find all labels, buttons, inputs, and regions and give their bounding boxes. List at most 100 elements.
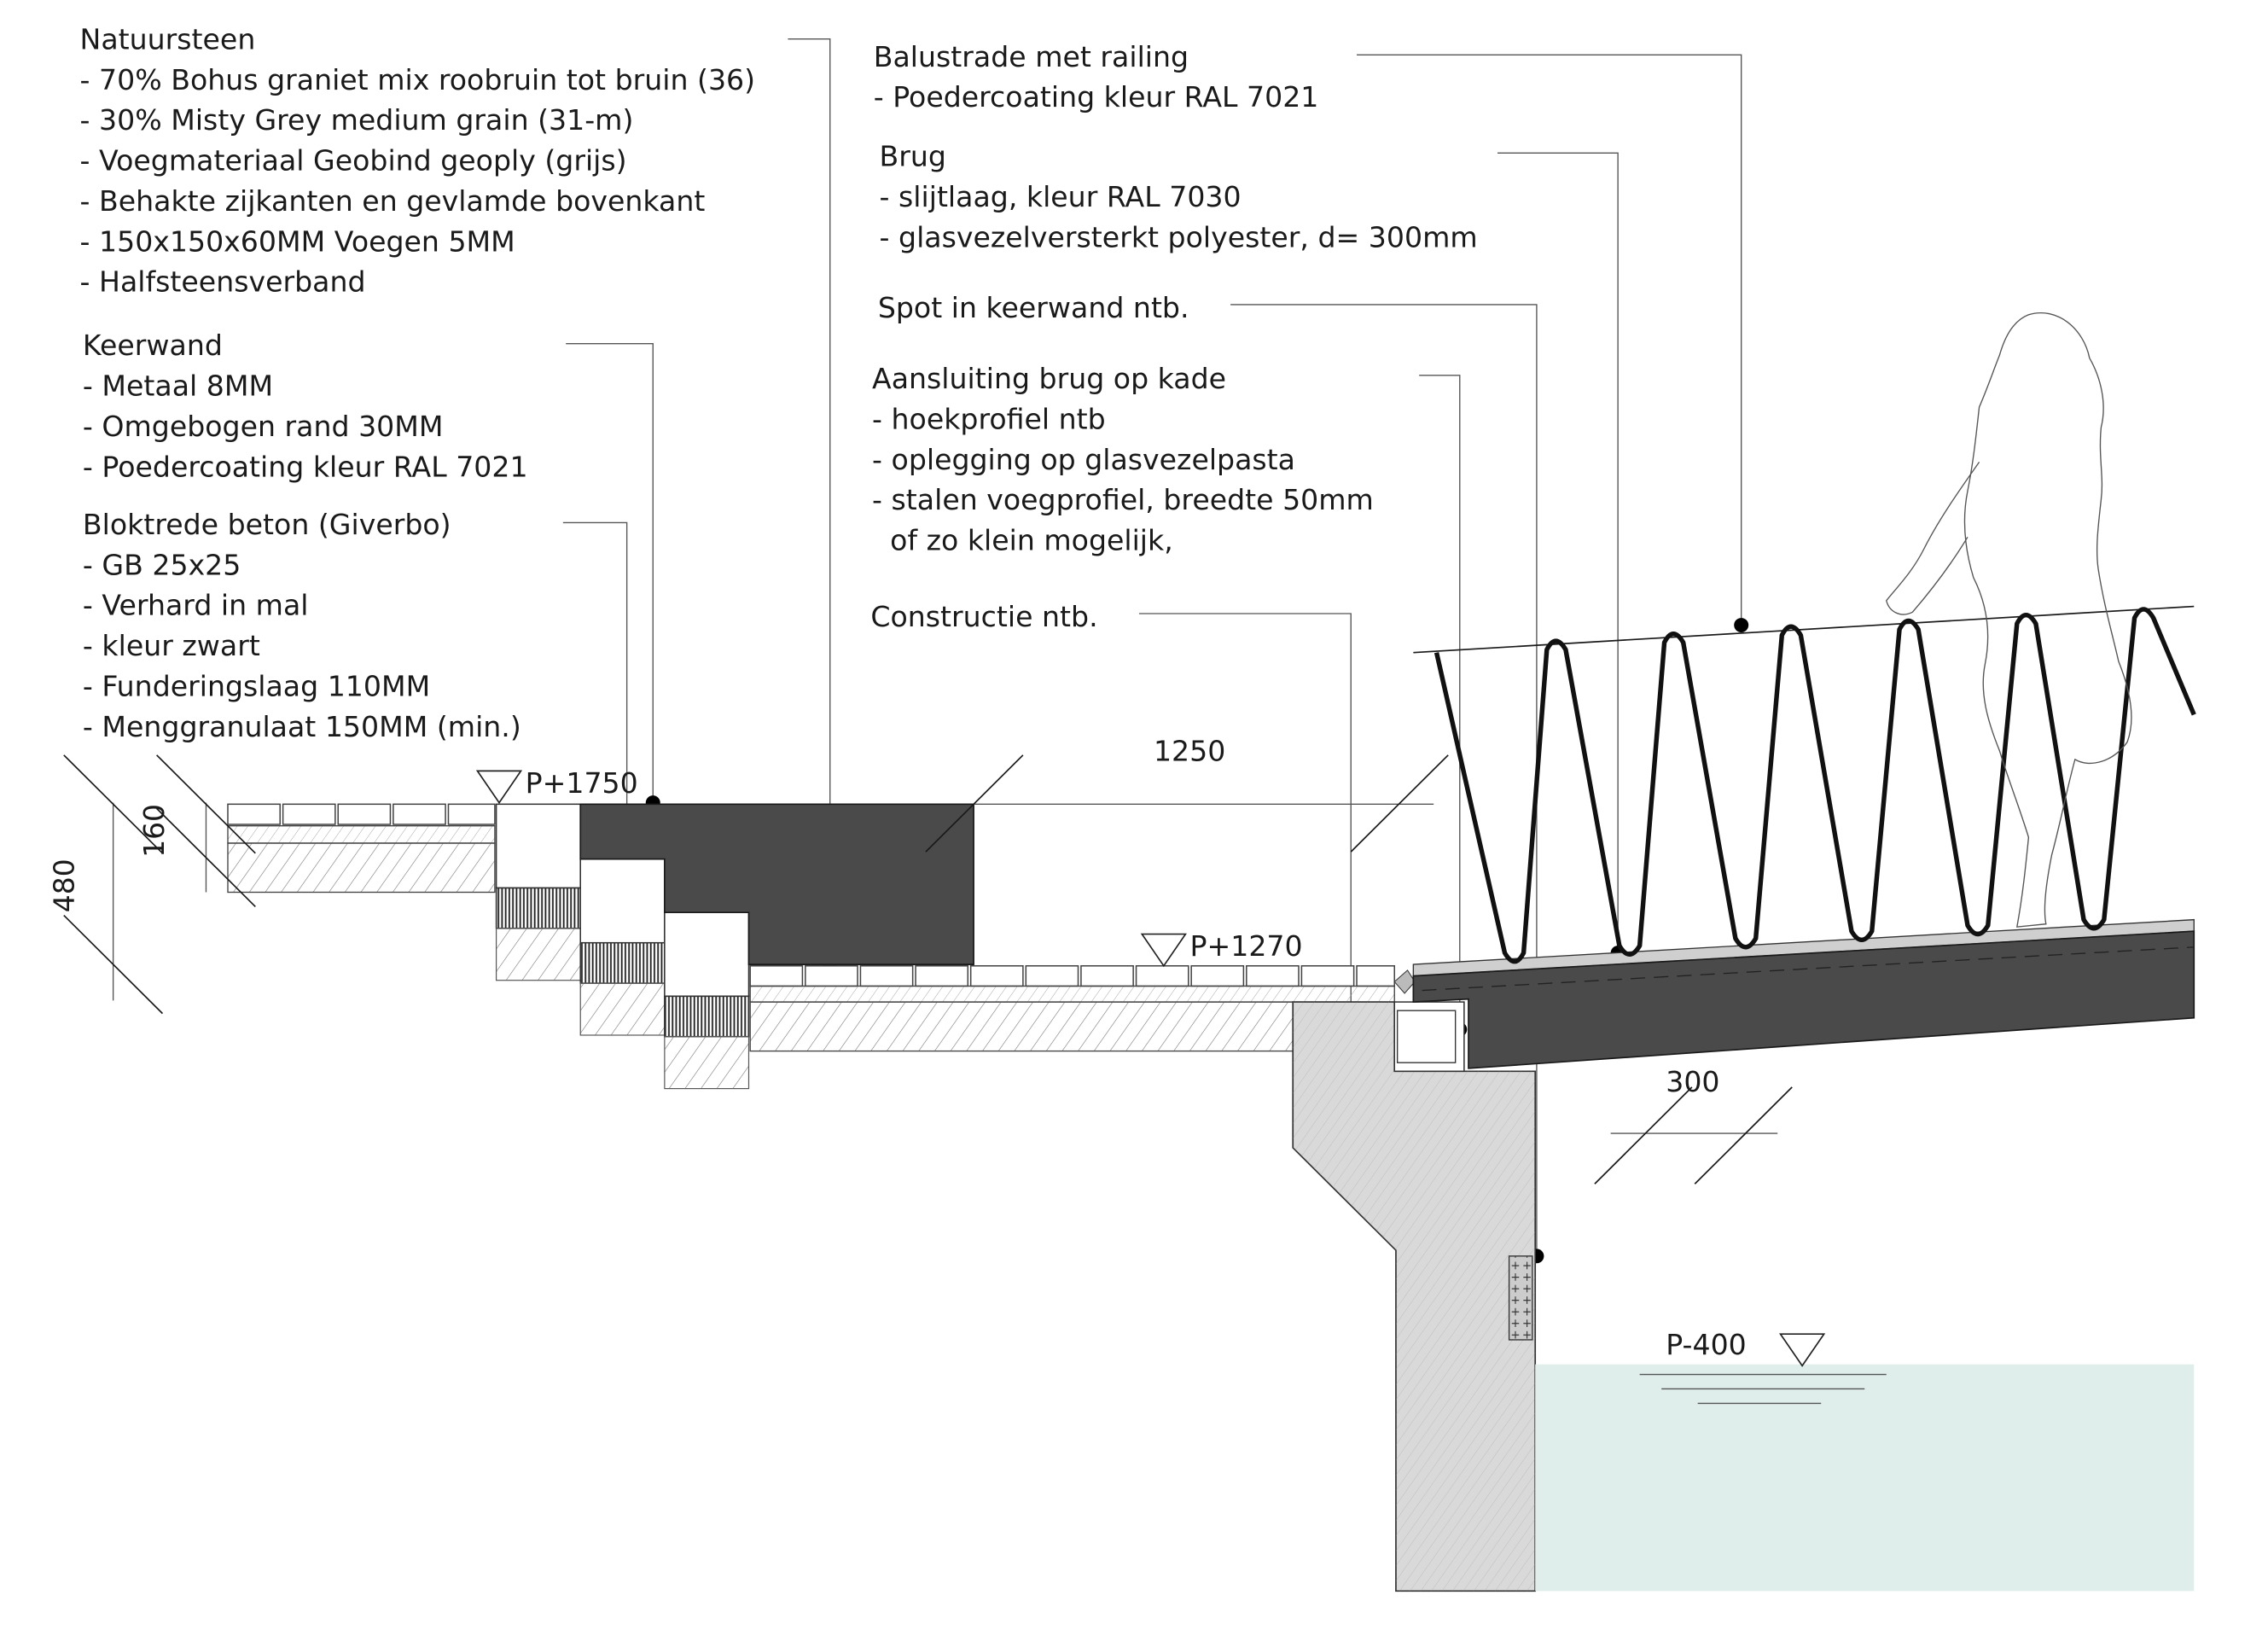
step-block-base: [495, 887, 581, 929]
brug-title: Brug: [880, 140, 946, 173]
dimension-1250: 1250: [1154, 735, 1225, 768]
dimension-tick: [1594, 1086, 1693, 1185]
leader-natuursteen: [788, 38, 831, 965]
balustrade-line: - Poedercoating kleur RAL 7021: [874, 80, 1319, 114]
leader-constructie: [1138, 613, 1352, 1105]
dimension-label: 480: [48, 859, 81, 912]
level-label: P-400: [1666, 1328, 1746, 1361]
dimension-tick: [925, 754, 1024, 853]
step-block: [495, 803, 581, 889]
bloktrede-line: - Menggranulaat 150MM (min.): [83, 710, 521, 743]
balustrade-zigzag: [1433, 607, 2196, 964]
paving-tile: [1135, 965, 1189, 987]
person-silhouette: [1886, 312, 2132, 928]
level-triangle: [1140, 933, 1187, 968]
dimension-300: 300: [1594, 1065, 1793, 1185]
joint-profile: [1393, 969, 1416, 994]
label-natuursteen: Natuursteen - 70% Bohus graniet mix roob…: [80, 23, 756, 299]
paving-tile: [1246, 965, 1300, 987]
step-block-base: [664, 995, 750, 1038]
leader-aansluiting: [1419, 375, 1461, 1030]
aansluiting-line: - stalen voegprofiel, breedte 50mm: [872, 483, 1374, 516]
paving-tile: [1190, 965, 1245, 987]
step-foundation: [664, 1036, 750, 1090]
lower-paving: [749, 965, 1396, 1052]
label-brug: Brug - slijtlaag, kleur RAL 7030 - glasv…: [880, 140, 1478, 254]
aansluiting-line: - hoekprofiel ntb: [872, 403, 1106, 436]
lower-foundation: [749, 1001, 1294, 1052]
natuursteen-line: - Halfsteensverband: [80, 265, 366, 299]
dimension-tick: [1350, 754, 1449, 853]
leader-brug: [1497, 152, 1619, 953]
level-marker-p1270: P+1270: [1140, 929, 1303, 968]
natuursteen-line: - 70% Bohus graniet mix roobruin tot bru…: [80, 63, 756, 96]
level-label: P+1750: [526, 766, 638, 800]
bloktrede-title: Bloktrede beton (Giverbo): [83, 508, 451, 541]
level-marker-p1750: P+1750: [475, 766, 638, 805]
paving-tile: [1356, 965, 1396, 987]
natuursteen-line: - Voegmateriaal Geobind geoply (grijs): [80, 144, 627, 178]
paving-tile: [282, 803, 336, 825]
bloktrede-line: - kleur zwart: [83, 629, 260, 662]
dimension-tick: [156, 754, 256, 854]
dimension-tick: [156, 807, 256, 908]
bloktrede-line: - GB 25x25: [83, 548, 241, 581]
leader-bloktrede: [562, 521, 628, 855]
label-spot: Spot in keerwand ntb.: [878, 291, 1189, 324]
retaining-wall: [579, 754, 1449, 965]
aansluiting-line: - oplegging op glasvezelpasta: [872, 443, 1295, 476]
keerwand-line: - Poedercoating kleur RAL 7021: [83, 450, 528, 483]
lower-bedding: [749, 985, 1395, 1003]
label-keerwand: Keerwand - Metaal 8MM - Omgebogen rand 3…: [83, 329, 528, 483]
dimension-tick: [63, 754, 164, 854]
paving-tile: [1025, 965, 1079, 987]
water: [1535, 1364, 2195, 1592]
concrete-hatch: [1293, 1002, 1536, 1592]
leader-dot: [1734, 618, 1749, 632]
natuursteen-title: Natuursteen: [80, 23, 256, 56]
angle-profile: [1393, 1001, 1465, 1073]
constructie-title: Constructie ntb.: [870, 600, 1097, 633]
level-triangle: [1778, 1333, 1826, 1367]
spot-lamp-pattern: [1509, 1255, 1532, 1340]
dimension-label: 1250: [1154, 735, 1225, 768]
step-block: [579, 858, 666, 944]
bloktrede-line: - Funderingslaag 110MM: [83, 670, 430, 703]
bridge-deck: [1412, 930, 2195, 1069]
brug-line: - glasvezelversterkt polyester, d= 300mm: [880, 220, 1478, 253]
natuursteen-line: - 30% Misty Grey medium grain (31-m): [80, 103, 634, 137]
paving-tile: [337, 803, 392, 825]
paving-tile: [915, 965, 969, 987]
bloktrede-line: - Verhard in mal: [83, 589, 309, 622]
dimension-160: 160: [137, 754, 256, 908]
step-blocks: [495, 803, 750, 1090]
water-body: [1535, 1364, 2195, 1592]
keerwand-line: - Metaal 8MM: [83, 370, 273, 403]
dimension-480: 480: [48, 754, 164, 1015]
paving-tile: [969, 965, 1024, 987]
balustrade-title: Balustrade met railing: [874, 40, 1189, 73]
dimension-tick: [1694, 1086, 1793, 1185]
label-bloktrede: Bloktrede beton (Giverbo) - GB 25x25 - V…: [83, 508, 521, 743]
label-balustrade: Balustrade met railing - Poedercoating k…: [874, 40, 1319, 114]
upper-foundation: [227, 842, 496, 894]
step-foundation: [496, 928, 581, 981]
step-foundation: [579, 982, 666, 1036]
dimension-tick: [63, 914, 164, 1015]
natuursteen-line: - 150x150x60MM Voegen 5MM: [80, 224, 515, 258]
paving-tile: [227, 803, 281, 825]
level-marker-pmin400: P-400: [1666, 1328, 1826, 1367]
paving-tile: [805, 965, 858, 987]
leader-spot: [1230, 304, 1538, 1256]
upper-bedding: [227, 825, 496, 844]
spot-title: Spot in keerwand ntb.: [878, 291, 1189, 324]
level-triangle: [475, 770, 523, 805]
leader-keerwand: [566, 342, 654, 803]
paving-tile: [393, 803, 446, 825]
brug-line: - slijtlaag, kleur RAL 7030: [880, 180, 1242, 213]
dimension-label: 160: [137, 804, 171, 858]
label-constructie: Constructie ntb.: [870, 600, 1097, 633]
aansluiting-line: of zo klein mogelijk,: [872, 524, 1173, 557]
quay-wall: [1292, 969, 1537, 1592]
